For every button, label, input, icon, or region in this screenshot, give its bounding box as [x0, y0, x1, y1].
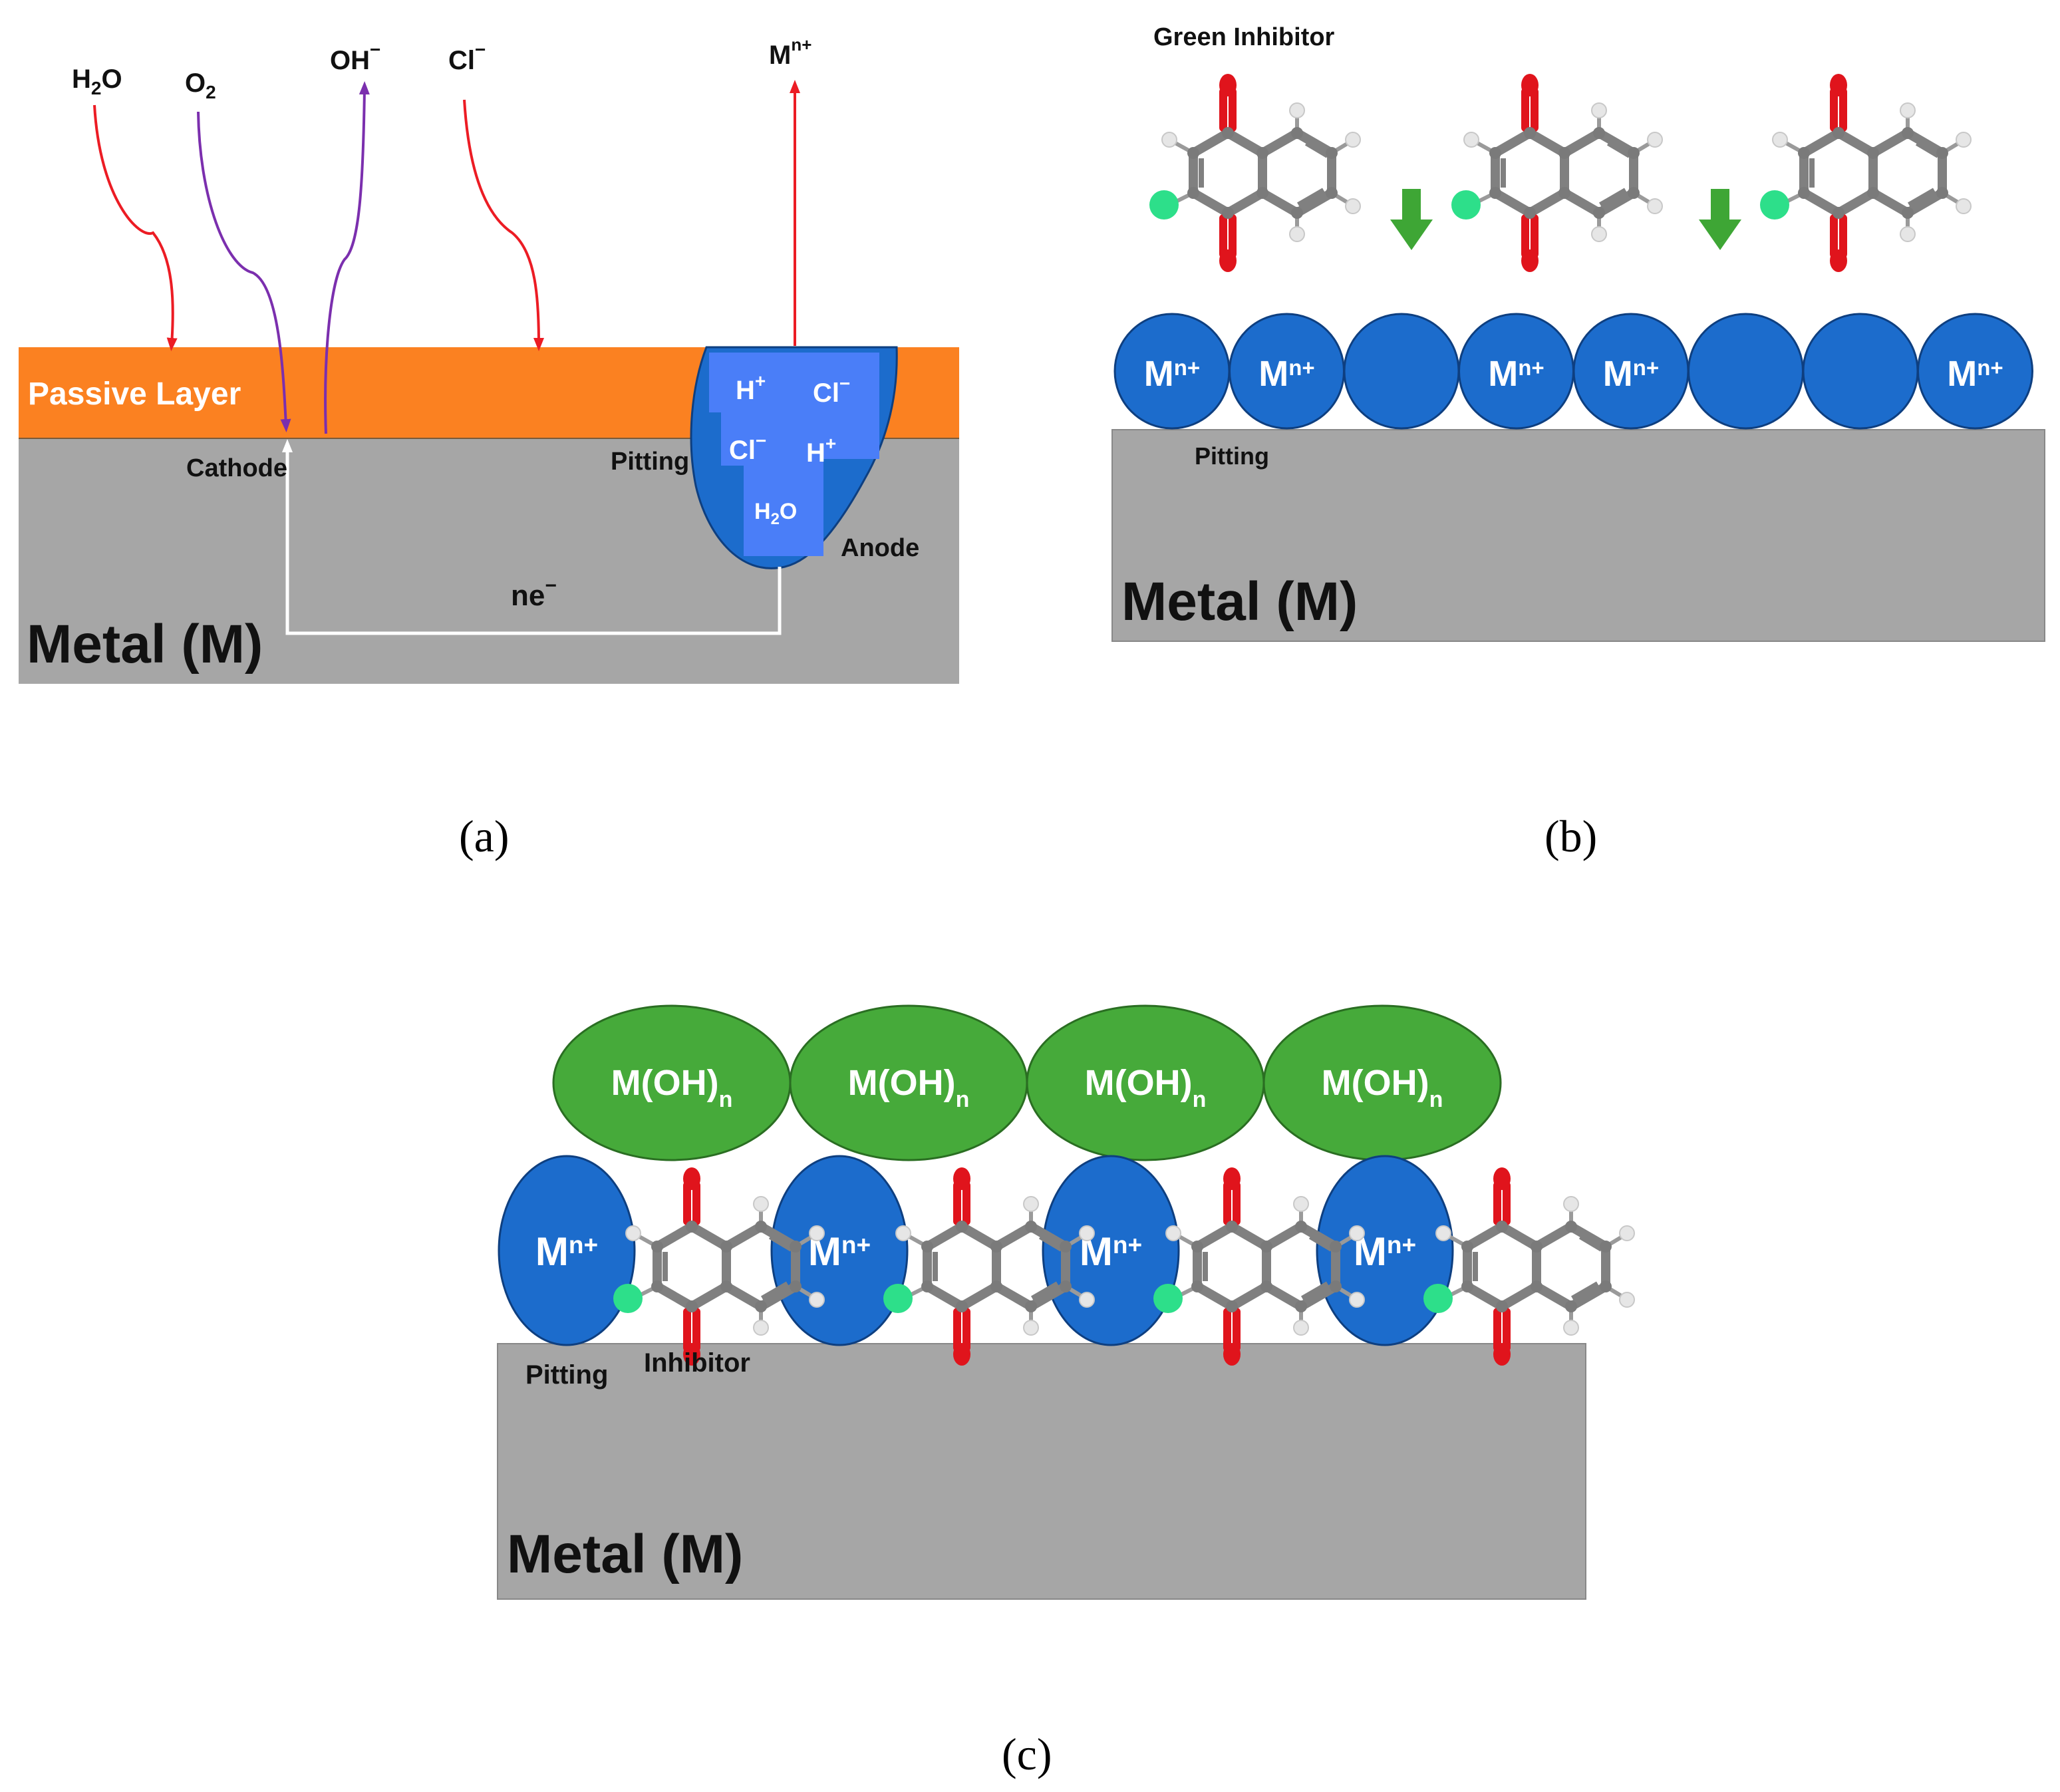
caption-a: (a) [459, 811, 509, 861]
metal-ion-label: Mn+ [535, 1229, 598, 1274]
metal-ion-label: Mn+ [1144, 354, 1200, 394]
metal-block-b [1111, 429, 2045, 642]
metal-ion-row-b: Mn+ Mn+ Mn+ Mn+ Mn+ [1113, 313, 2033, 430]
pit-h-plus-2: H+ [806, 433, 836, 468]
caption-c: (c) [1002, 1729, 1052, 1779]
hydroxide-row: M(OH)n M(OH)n M(OH)n M(OH)n [552, 1004, 1502, 1161]
panel-a: H2O O2 OH− Cl− Mn+ Passive Layer Cathode… [19, 35, 959, 861]
pitting-label-b: Pitting [1195, 442, 1269, 470]
electron-label: ne− [511, 575, 557, 612]
metal-ion-label: Mn+ [1258, 354, 1314, 394]
metal-ion-label: Mn+ [1488, 354, 1544, 394]
metal-label-c: Metal (M) [507, 1524, 743, 1584]
inhibitor-molecule-c-4 [1423, 1167, 1634, 1366]
cl-arrow [463, 99, 544, 351]
pitting-label-c: Pitting [525, 1360, 608, 1390]
anode-label: Anode [841, 534, 919, 562]
metal-ion-circle [1688, 313, 1804, 430]
cl-label: Cl− [448, 39, 486, 75]
hydroxide-label: M(OH)n [1322, 1063, 1443, 1112]
inhibitor-label: Inhibitor [644, 1348, 750, 1378]
hydroxide-label: M(OH)n [848, 1063, 970, 1112]
metal-block-c [497, 1343, 1586, 1600]
metal-ion-ellipse [770, 1155, 909, 1346]
metal-label-b: Metal (M) [1121, 571, 1358, 632]
o2-arrow [197, 111, 291, 432]
metal-ion-circle [1917, 313, 2033, 430]
metal-ion-ellipse [498, 1155, 636, 1346]
oh-label: OH− [330, 39, 380, 75]
metal-ion-label: Mn+ [1947, 354, 2003, 394]
cathode-label: Cathode [186, 454, 287, 482]
inhibitor-molecule-b-1 [1149, 74, 1360, 272]
metal-ion-row-c: Mn+Mn+Mn+Mn+ [498, 1155, 1454, 1346]
pit-cl-minus-1: Cl− [813, 373, 850, 408]
metal-ion-label: Mn+ [1354, 1229, 1416, 1274]
pit-h2o: H2O [754, 499, 797, 528]
pit-h-plus-1: H+ [736, 371, 766, 405]
metal-ion-circle [1343, 313, 1460, 430]
passive-layer-label: Passive Layer [28, 376, 241, 412]
h2o-arrow [93, 104, 178, 351]
h2o-label: H2O [72, 65, 122, 98]
metal-label-a: Metal (M) [27, 614, 263, 674]
inhibitor-molecule-b-3 [1760, 74, 1971, 272]
hydroxide-label: M(OH)n [611, 1063, 733, 1112]
down-arrow-1 [1390, 189, 1433, 250]
pitting-label-a: Pitting [611, 448, 689, 476]
green-inhibitor-title: Green Inhibitor [1153, 23, 1335, 51]
metal-ion-ellipse [1042, 1155, 1180, 1346]
metal-ion-label: Mn+ [1603, 354, 1659, 394]
metal-ion-circle [1802, 313, 1919, 430]
caption-b: (b) [1545, 811, 1597, 861]
pit-ion-region [709, 353, 879, 556]
oh-arrow [324, 81, 370, 434]
o2-label: O2 [185, 69, 216, 102]
inhibitor-molecule-b-2 [1451, 74, 1662, 272]
electron-path [282, 439, 782, 635]
pit-cl-minus-2: Cl− [729, 430, 766, 465]
panel-b: Green Inhibitor Mn+Mn+Mn+Mn+Mn+ Pitting … [1111, 23, 2045, 861]
hydroxide-label: M(OH)n [1085, 1063, 1207, 1112]
down-arrow-2 [1699, 189, 1741, 250]
mn-label: Mn+ [769, 35, 811, 70]
